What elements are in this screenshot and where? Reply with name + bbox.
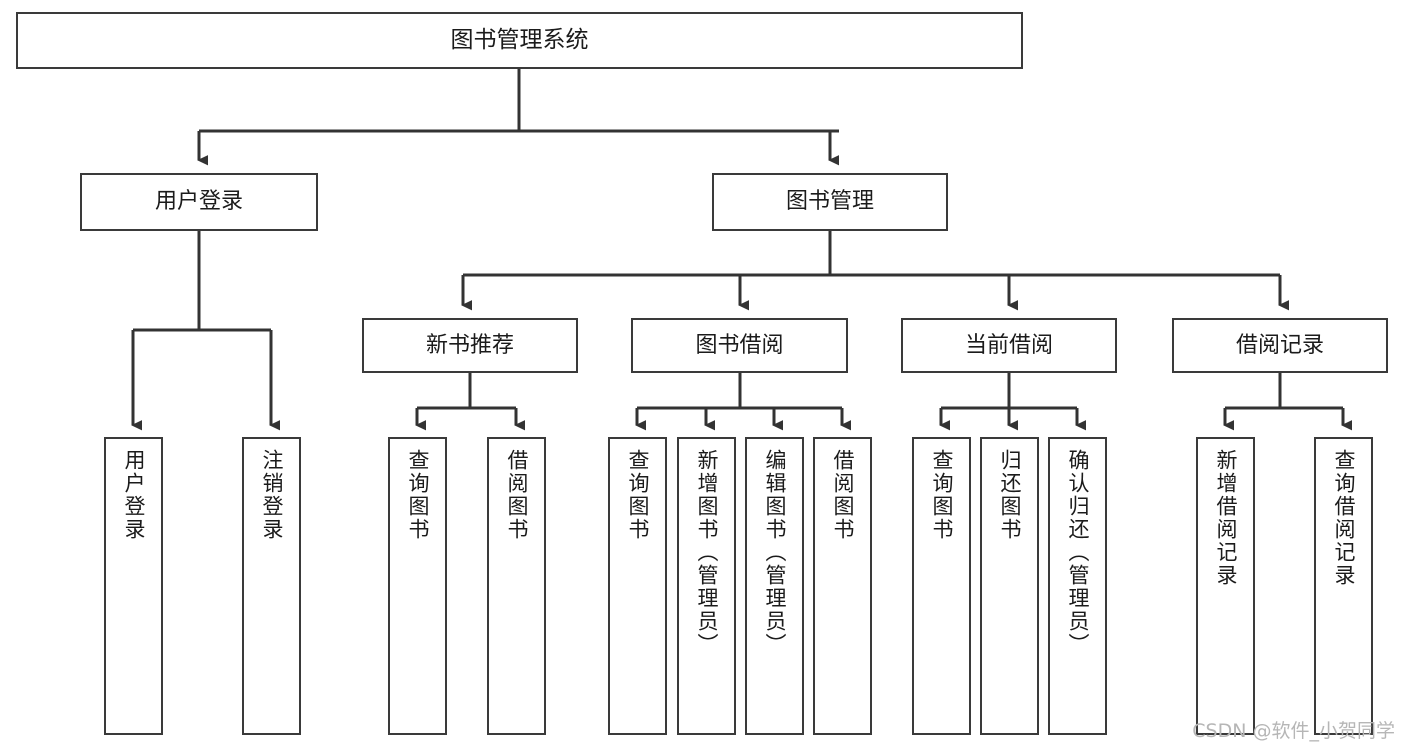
node-label: 借阅记录 — [1235, 332, 1324, 358]
node-label: 借阅图书 — [831, 449, 855, 541]
leaf-new-book-borrow-books[interactable]: 借阅图书 — [487, 437, 546, 735]
leaf-current-borrow-return-books[interactable]: 归还图书 — [980, 437, 1039, 735]
leaf-book-borrow-query-books[interactable]: 查询图书 — [608, 437, 667, 735]
node-label: 归还图书 — [998, 449, 1022, 541]
leaf-current-borrow-confirm-return-admin[interactable]: 确认归还（管理员） — [1048, 437, 1107, 735]
node-label: 注销登录 — [260, 449, 284, 541]
leaf-borrow-record-add-record[interactable]: 新增借阅记录 — [1196, 437, 1255, 735]
node-label: 新增图书（管理员） — [695, 449, 719, 656]
node-label: 新书推荐 — [425, 332, 514, 358]
node-current-borrow[interactable]: 当前借阅 — [901, 318, 1117, 373]
node-borrow-record[interactable]: 借阅记录 — [1172, 318, 1388, 373]
node-user-login[interactable]: 用户登录 — [80, 173, 318, 231]
node-label: 编辑图书（管理员） — [763, 449, 787, 656]
node-label: 图书管理 — [785, 189, 874, 215]
leaf-user-login-signout[interactable]: 注销登录 — [242, 437, 301, 735]
leaf-borrow-record-query-record[interactable]: 查询借阅记录 — [1314, 437, 1373, 735]
leaf-user-login-signin[interactable]: 用户登录 — [104, 437, 163, 735]
node-label: 确认归还（管理员） — [1066, 449, 1090, 656]
node-label: 借阅图书 — [505, 449, 529, 541]
node-label: 用户登录 — [122, 449, 146, 541]
node-label: 查询借阅记录 — [1332, 449, 1356, 587]
node-new-book-recommend[interactable]: 新书推荐 — [362, 318, 578, 373]
leaf-book-borrow-add-book-admin[interactable]: 新增图书（管理员） — [677, 437, 736, 735]
node-label: 新增借阅记录 — [1214, 449, 1238, 587]
node-root-book-management-system[interactable]: 图书管理系统 — [16, 12, 1023, 69]
leaf-current-borrow-query-books[interactable]: 查询图书 — [912, 437, 971, 735]
node-label: 查询图书 — [406, 449, 430, 541]
leaf-book-borrow-edit-book-admin[interactable]: 编辑图书（管理员） — [745, 437, 804, 735]
node-book-management[interactable]: 图书管理 — [712, 173, 948, 231]
leaf-new-book-query-books[interactable]: 查询图书 — [388, 437, 447, 735]
node-label: 当前借阅 — [964, 332, 1053, 358]
watermark-text: CSDN @软件_小贺同学 — [1192, 720, 1395, 742]
node-label: 图书借阅 — [695, 332, 784, 358]
leaf-book-borrow-borrow-books[interactable]: 借阅图书 — [813, 437, 872, 735]
node-label: 用户登录 — [154, 189, 243, 215]
node-label: 查询图书 — [626, 449, 650, 541]
node-book-borrow[interactable]: 图书借阅 — [631, 318, 848, 373]
node-label: 查询图书 — [930, 449, 954, 541]
node-label: 图书管理系统 — [450, 26, 589, 53]
